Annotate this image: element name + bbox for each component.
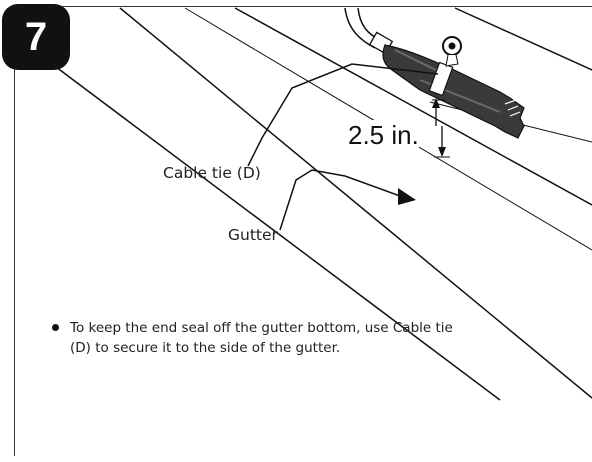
gutter-edge-line xyxy=(39,54,501,401)
step-number-badge: 7 xyxy=(2,4,70,70)
gutter-edge-line xyxy=(234,7,592,206)
panel-frame xyxy=(14,6,592,456)
bullet-dot-icon xyxy=(52,324,59,331)
cable-tie-label: Cable tie (D) xyxy=(163,164,261,182)
cable-tie-leader xyxy=(247,63,439,167)
gutter-leader xyxy=(279,169,401,231)
instruction-text: To keep the end seal off the gutter bott… xyxy=(70,320,453,356)
measurement-marks xyxy=(432,98,450,158)
gutter-label: Gutter xyxy=(228,226,278,244)
hose-assembly xyxy=(344,7,525,139)
arrow-head-icon xyxy=(398,188,416,205)
gutter-edge-line xyxy=(454,7,592,71)
gutter-edge-line xyxy=(119,7,592,399)
measurement-label: 2.5 in. xyxy=(348,120,419,150)
step-number: 7 xyxy=(24,14,48,59)
instruction-item: To keep the end seal off the gutter bott… xyxy=(52,318,472,358)
